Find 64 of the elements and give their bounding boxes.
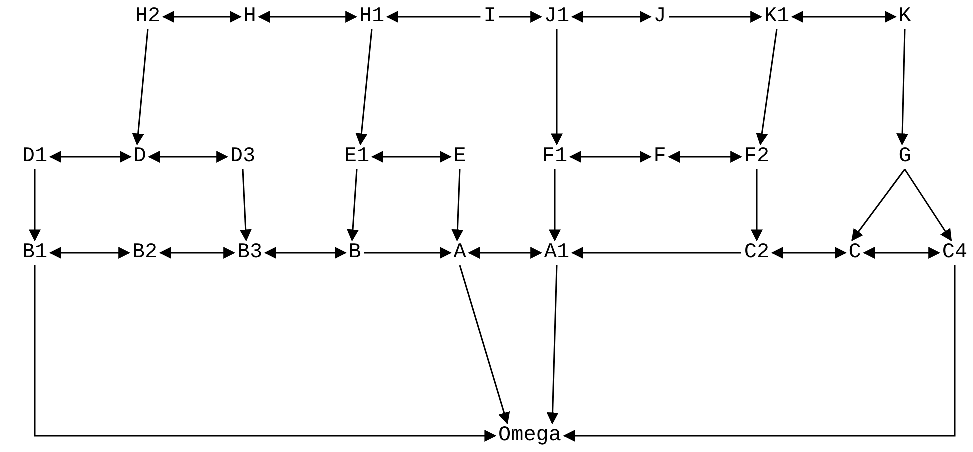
arrow — [452, 169, 464, 242]
arrow — [258, 11, 358, 23]
arrow — [356, 29, 373, 146]
node-label: F — [650, 144, 670, 170]
node-label: E — [450, 144, 470, 170]
arrow — [29, 170, 41, 242]
arrow — [148, 151, 229, 163]
arrow — [459, 265, 510, 425]
arrow — [569, 151, 652, 163]
arrow — [668, 151, 743, 163]
arrow — [751, 170, 763, 242]
node-label: Omega — [496, 424, 564, 448]
node-label: F1 — [539, 144, 571, 170]
arrow — [791, 11, 897, 23]
arrow — [49, 151, 132, 163]
arrow — [347, 169, 359, 242]
node-label: G — [896, 144, 914, 170]
arrow — [371, 151, 452, 163]
arrow — [159, 247, 236, 259]
node-label: D — [130, 144, 150, 170]
arrow — [863, 247, 941, 259]
arrow — [852, 169, 906, 242]
arrow — [549, 170, 561, 242]
node-label: A1 — [541, 240, 573, 266]
arrow — [364, 247, 452, 259]
arrow — [132, 29, 149, 146]
node-label: D3 — [227, 144, 259, 170]
node-label: C4 — [939, 240, 971, 266]
node-label: F2 — [741, 144, 773, 170]
arrow — [386, 11, 481, 23]
arrow — [49, 247, 131, 259]
node-label: H — [240, 4, 260, 30]
arrow — [896, 29, 909, 146]
arrow — [240, 169, 252, 242]
node-label: C — [846, 240, 864, 266]
node-label: B2 — [129, 240, 161, 266]
arrow — [669, 11, 763, 23]
node-label: C2 — [741, 240, 773, 266]
arrow — [468, 247, 543, 259]
node-label: J — [650, 4, 670, 30]
node-label: E1 — [341, 144, 373, 170]
arrow — [571, 247, 742, 259]
arrow — [756, 29, 778, 146]
arrow — [546, 265, 559, 425]
node-label: B3 — [234, 240, 266, 266]
arrow — [499, 11, 543, 23]
node-label: B — [346, 240, 364, 266]
arrow — [571, 11, 652, 23]
node-label: K — [896, 4, 914, 30]
arrow — [34, 266, 497, 442]
node-label: D1 — [19, 144, 51, 170]
node-label: K1 — [761, 4, 793, 30]
arrow — [563, 266, 956, 442]
node-label: I — [480, 4, 500, 30]
arrow — [551, 30, 563, 146]
node-label: A — [450, 240, 470, 266]
arrow — [771, 247, 847, 259]
node-label: H2 — [132, 4, 164, 30]
node-label: H1 — [356, 4, 388, 30]
arrow — [264, 247, 347, 259]
node-label: J1 — [541, 4, 573, 30]
arrow — [162, 11, 242, 23]
arrow — [904, 169, 952, 242]
node-label: B1 — [19, 240, 51, 266]
